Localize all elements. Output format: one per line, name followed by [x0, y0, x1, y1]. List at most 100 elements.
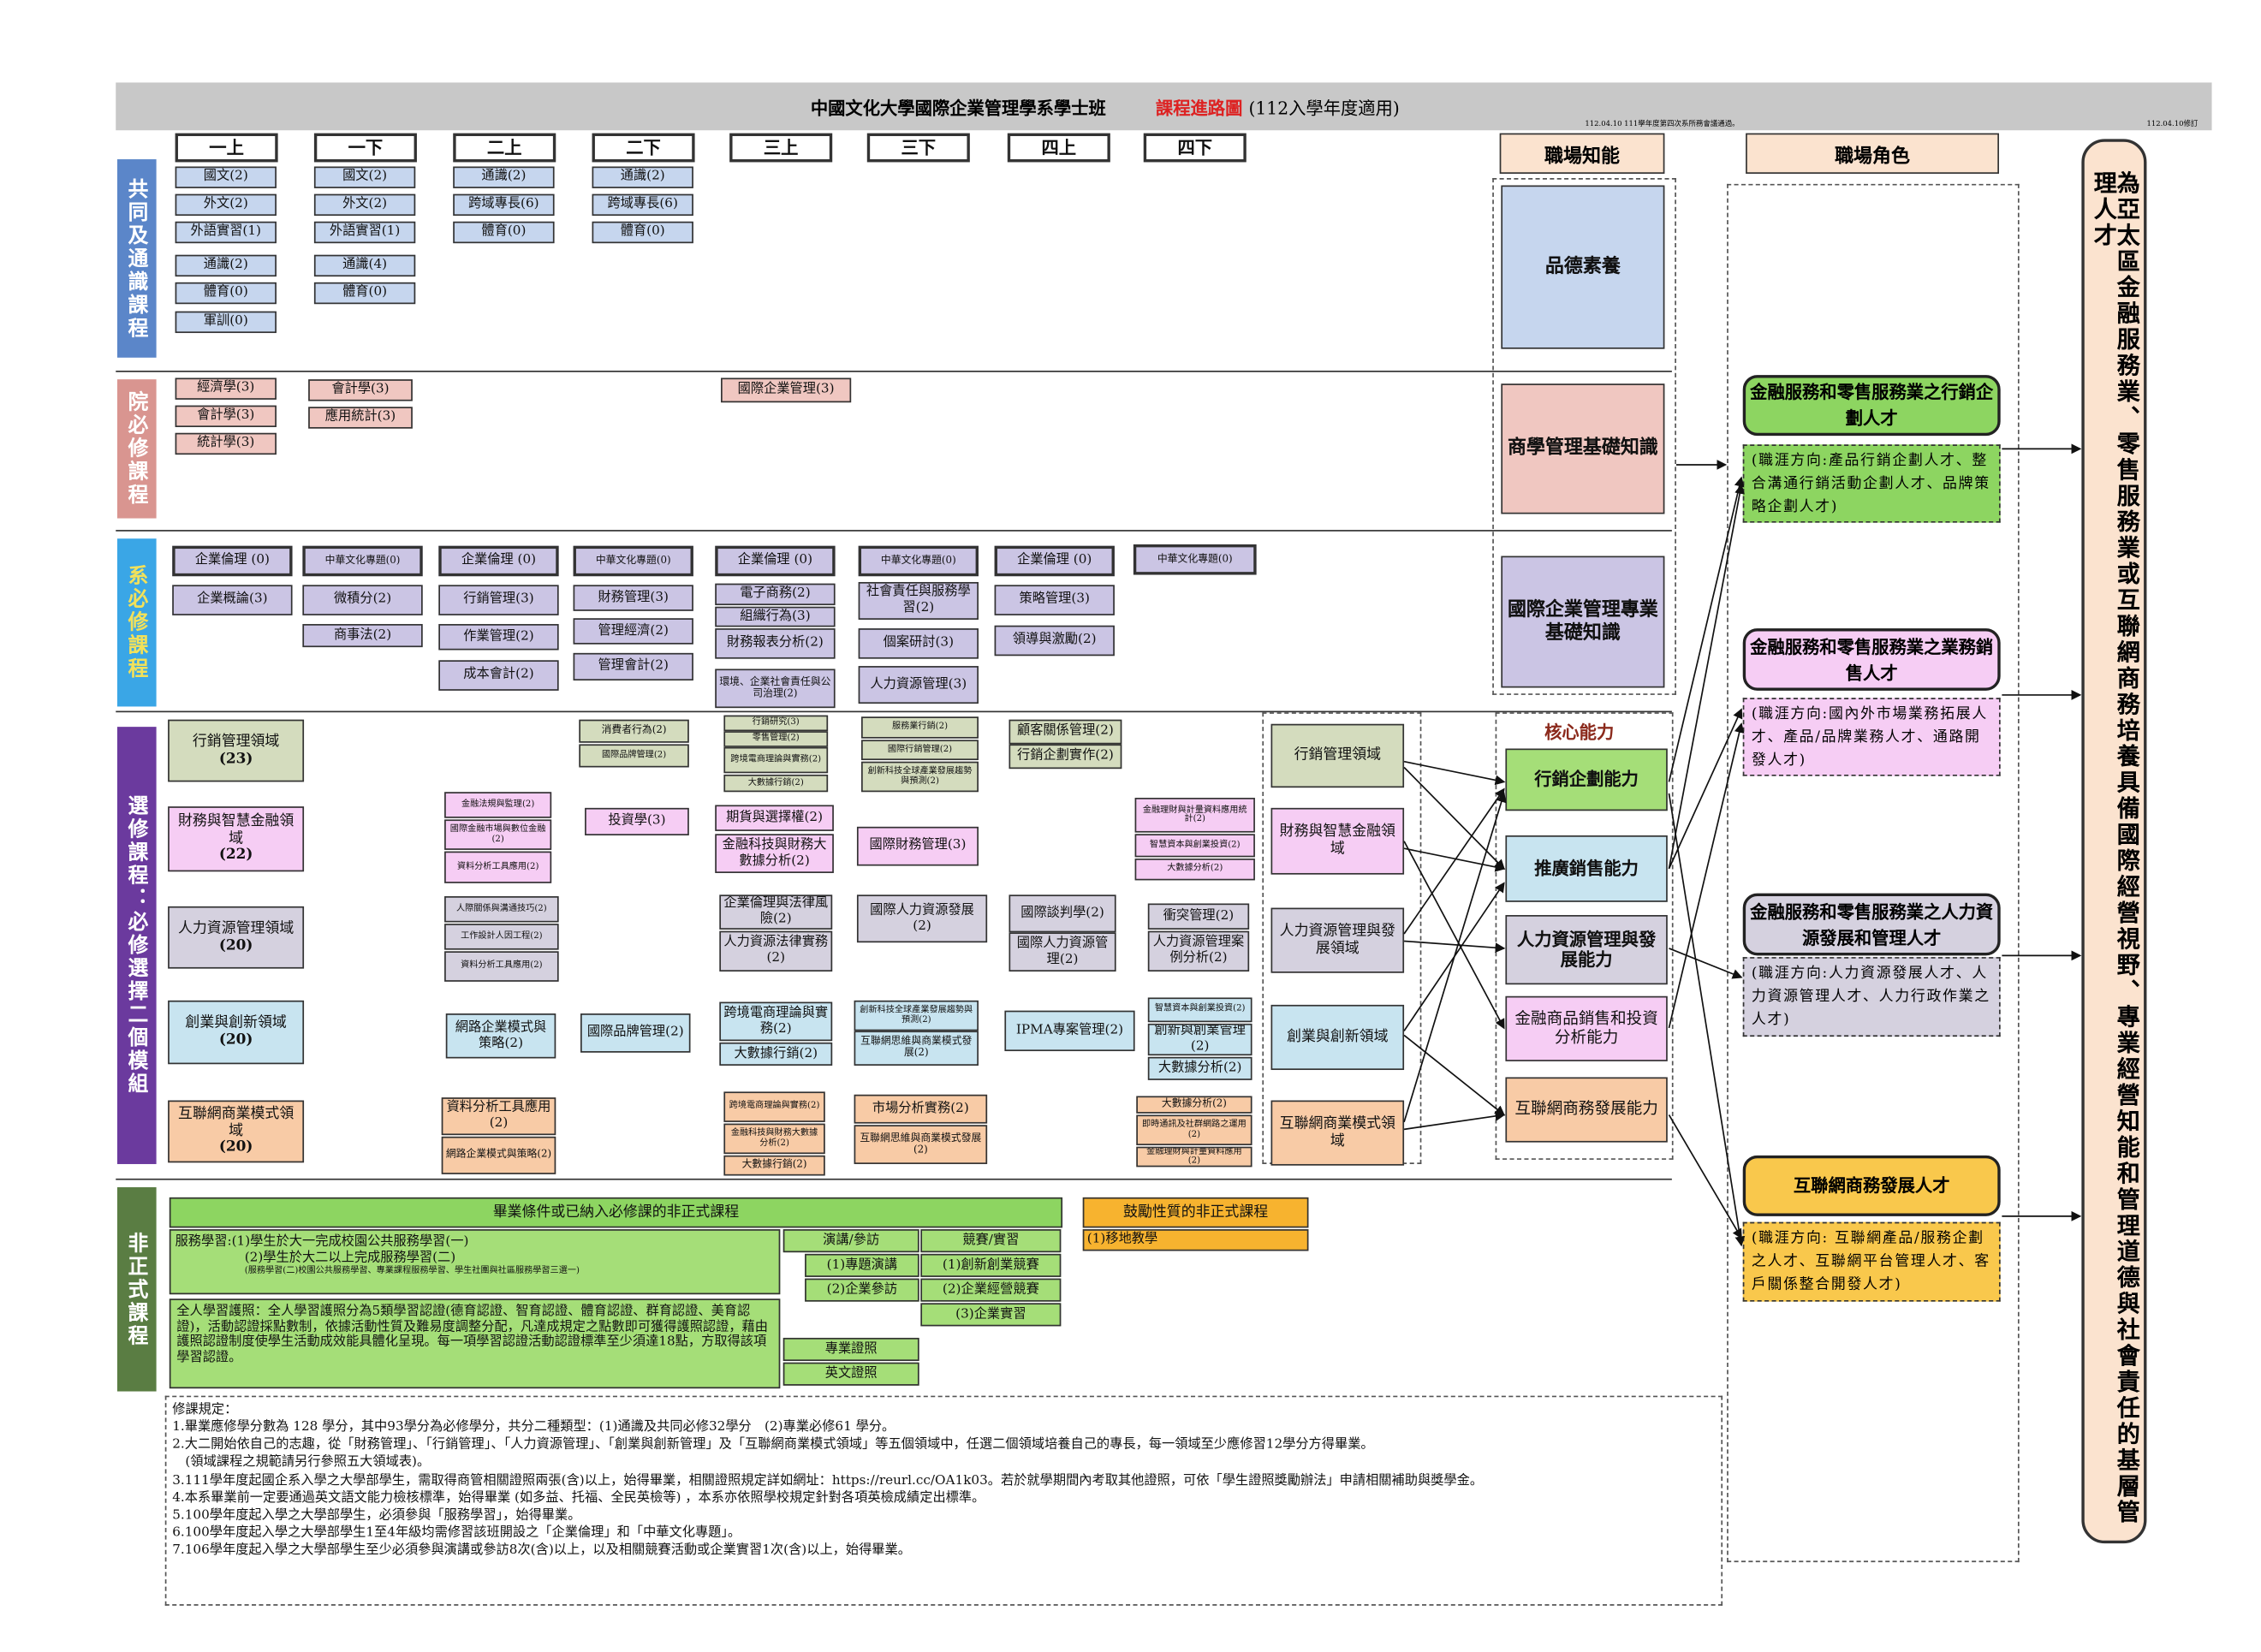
- course-box: 行銷企劃實作(2): [1009, 744, 1122, 770]
- semester-header: 二上: [453, 133, 556, 163]
- revised-note: 112.04.10修訂: [2146, 120, 2199, 129]
- service-note: (服務學習(二)校園公共服務學習、專業課程服務學習、學生社團與社區服務學習三選一…: [244, 1265, 580, 1276]
- rule-line: 5.100學年度起入學之大學部學生，必須參與「服務學習」，始得畢業。: [172, 1508, 581, 1524]
- role-description: (職涯方向:國內外市場業務拓展人才、產品/品牌業務人才、通路開發人才): [1742, 698, 2001, 776]
- core-domain-box: 財務與智慧金融領域: [1270, 807, 1405, 875]
- page-title: 中國文化大學國際企業管理學系學士班 課程進路圖 (112入學年度適用): [811, 96, 1400, 121]
- semester-header: 一上: [175, 133, 278, 163]
- role-box: 金融服務和零售服務業之業務銷售人才: [1742, 628, 2001, 691]
- course-box: 體育(0): [592, 221, 693, 244]
- comp-header: 競賽/實習: [920, 1229, 1062, 1253]
- section-label-dept: 系必修課程: [116, 538, 157, 707]
- core-domain-box: 互聯網商業模式領域: [1270, 1100, 1405, 1166]
- module-name: 人力資源管理領域: [177, 920, 295, 936]
- header-bar: [116, 82, 2212, 131]
- core-ability-box: 互聯網商務發展能力: [1505, 1077, 1668, 1143]
- course-box: 微積分(2): [302, 585, 423, 615]
- course-box: 統計學(3): [175, 432, 277, 455]
- course-box: 管理經濟(2): [573, 618, 693, 645]
- rule-line: (領域課程之規範請另行參照五大領域表)。: [172, 1455, 431, 1471]
- course-box: 外文(2): [313, 193, 416, 217]
- course-box: 策略管理(3): [994, 585, 1115, 615]
- course-box: 國際人力資源發展(2): [856, 894, 988, 943]
- course-box: 外語實習(1): [175, 221, 277, 244]
- course-box: 體育(0): [313, 282, 416, 305]
- course-box: 經濟學(3): [175, 377, 277, 400]
- course-box: 跨境電商理論與實務(2): [719, 1001, 833, 1042]
- course-box: 人力資源管理(3): [858, 666, 979, 704]
- core-domain-box: 行銷管理領域: [1270, 723, 1405, 788]
- comp-item: (2)企業經營競賽: [920, 1278, 1062, 1302]
- role-description: (職涯方向:人力資源發展人才、人力資源管理人才、人力行政作業之人才): [1742, 957, 2001, 1037]
- course-box: 市場分析實務(2): [854, 1094, 988, 1124]
- module-credit: (22): [218, 847, 253, 864]
- semester-header: 二下: [592, 133, 695, 163]
- module-name: 財務與智慧金融領域: [177, 813, 295, 847]
- module-box: 行銷管理領域(23): [168, 719, 305, 782]
- goal-text: 為亞太區金融服務業、零售服務業或互聯網商務培養具備國際經營視野、專業經營知能和管…: [2089, 170, 2140, 1526]
- core-domain-box: 人力資源管理與發展領域: [1270, 907, 1405, 973]
- course-box: 國際品牌管理(2): [579, 744, 689, 768]
- course-box: 成本會計(2): [438, 660, 559, 691]
- rules-box: [164, 1395, 1723, 1606]
- module-box: 互聯網商業模式領域(20): [168, 1100, 305, 1163]
- course-box: 即時通訊及社群網路之運用(2): [1136, 1114, 1252, 1145]
- informal-header: 畢業條件或已納入必修課的非正式課程: [169, 1197, 1063, 1228]
- course-box: 中華文化專題(0): [573, 545, 693, 577]
- rule-line: 7.106學年度起入學之大學部學生至少必須參與演講或參訪8次(含)以上，以及相關…: [172, 1543, 911, 1559]
- course-box: 跨域專長(6): [453, 193, 555, 217]
- course-box: 企業倫理 (0): [994, 545, 1115, 577]
- rule-line: 2.大二開始依自己的志趣，從「財務管理」、「行銷管理」、「人力資源管理」、「創業…: [172, 1438, 1374, 1453]
- role-description: (職涯方向:產品行銷企劃人才、整合溝通行銷活動企劃人才、品牌策略企劃人才): [1742, 444, 2001, 523]
- section-label-informal: 非正式課程: [116, 1187, 157, 1392]
- course-box: 金融理財與計量資料應用(2): [1136, 1146, 1252, 1168]
- course-box: 國際金融市場與數位金融(2): [444, 819, 552, 850]
- course-box: 消費者行為(2): [579, 719, 689, 743]
- course-box: 通識(2): [175, 254, 277, 277]
- talk-header: 演講/參訪: [782, 1229, 919, 1253]
- course-box: 資料分析工具應用(2): [444, 851, 552, 883]
- course-box: 大數據分析(2): [1134, 859, 1255, 881]
- rule-line: 4.本系畢業前一定要通過英文語文能力檢核標準，始得畢業 (如多益、托福、全民英檢…: [172, 1490, 985, 1506]
- title-red: 課程進路圖: [1155, 98, 1243, 119]
- course-box: 期貨與選擇權(2): [715, 805, 834, 831]
- semester-header: 三下: [866, 133, 970, 163]
- course-box: 國際行銷管理(2): [861, 740, 979, 761]
- competence-header: 職場知能: [1499, 133, 1665, 174]
- rule-line: 6.100學年度起入學之大學部學生1至4年級均需修習該班開設之「企業倫理」和「中…: [172, 1525, 741, 1541]
- course-box: 互聯網思維與商業模式發展(2): [854, 1125, 988, 1164]
- role-box: 互聯網商務發展人才: [1742, 1155, 2001, 1216]
- talk-item: (2)企業參訪: [805, 1278, 919, 1302]
- rule-line: 1.畢業應修學分數為 128 學分，其中93學分為必修學分，共分二種類型：(1)…: [172, 1420, 895, 1435]
- course-box: 應用統計(3): [308, 407, 413, 429]
- core-ability-box: 行銷企劃能力: [1505, 748, 1668, 811]
- competence-box: 品德素養: [1501, 185, 1665, 349]
- course-box: 國際談判學(2): [1009, 894, 1116, 933]
- module-credit: (23): [218, 751, 253, 767]
- semester-header: 四下: [1143, 133, 1247, 163]
- core-header: 核心能力: [1544, 722, 1615, 743]
- rule-line: 3.111學年度起國企系入學之大學部學生，需取得商管相關證照兩張(含)以上，始得…: [172, 1473, 1484, 1489]
- course-box: 個案研討(3): [858, 628, 979, 659]
- course-box: 國際企業管理(3): [721, 377, 852, 403]
- section-divider: [116, 371, 1672, 372]
- module-name: 行銷管理領域: [192, 734, 280, 750]
- title-tail: (112入學年度適用): [1248, 98, 1400, 119]
- course-box: 金融科技與財務大數據分析(2): [723, 1123, 825, 1155]
- module-credit: (20): [218, 937, 253, 954]
- course-box: 體育(0): [175, 282, 277, 305]
- competence-column: [1492, 178, 1676, 695]
- course-box: 企業倫理 (0): [172, 545, 293, 577]
- comp-item: (1)創新創業競賽: [920, 1253, 1062, 1277]
- course-box: 智慧資本與創業投資(2): [1134, 834, 1255, 858]
- course-box: 外文(2): [175, 193, 277, 217]
- goal-box: 為亞太區金融服務業、零售服務業或互聯網商務培養具備國際經營視野、專業經營知能和管…: [2081, 139, 2147, 1544]
- course-box: 外語實習(1): [313, 221, 416, 244]
- course-box: 顧客關係管理(2): [1009, 719, 1122, 745]
- course-box: 衝突管理(2): [1147, 903, 1250, 930]
- meeting-note: 112.04.10 111學年度第四次系所務會議通過。: [1585, 120, 1740, 129]
- role-box: 金融服務和零售服務業之行銷企劃人才: [1742, 375, 2001, 437]
- core-ability-box: 人力資源管理與發展能力: [1505, 915, 1668, 985]
- course-box: 行銷研究(3): [723, 715, 829, 732]
- cert-item: 英文證照: [782, 1362, 919, 1386]
